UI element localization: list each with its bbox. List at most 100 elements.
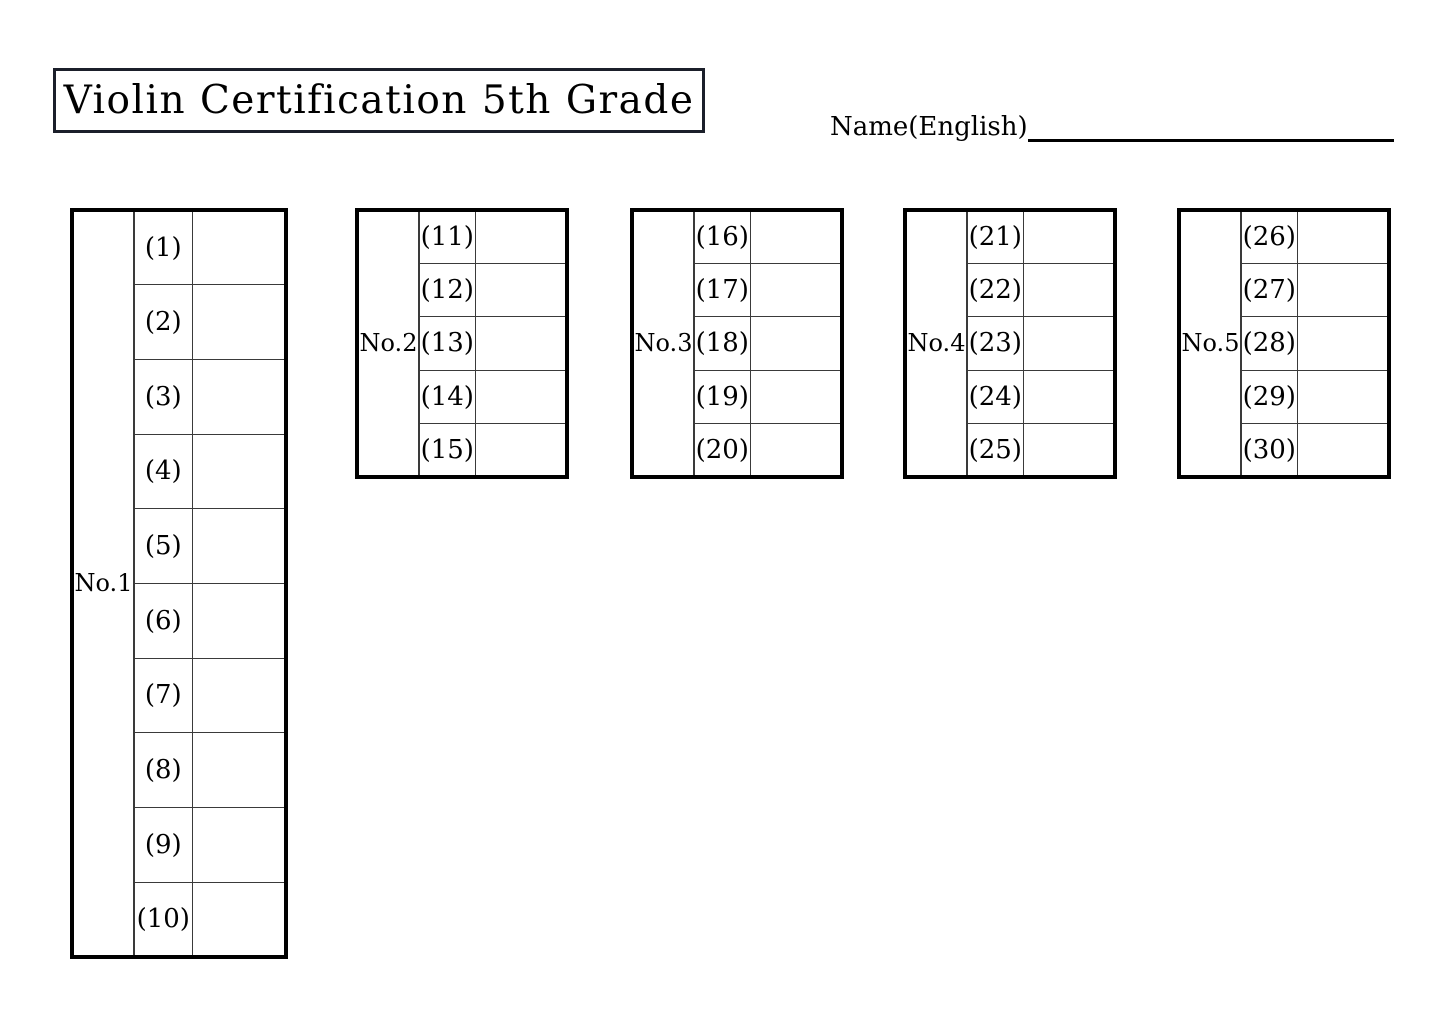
question-number: (18) — [693, 316, 751, 371]
question-number: (29) — [1240, 369, 1298, 425]
table-row: (10) — [72, 881, 287, 958]
table-row: (5) — [72, 508, 287, 584]
answer-table-no4: No.4(21)(22)(23)(24)(25) — [903, 208, 1117, 479]
answer-cell[interactable] — [1296, 423, 1390, 478]
question-number: (4) — [133, 433, 193, 510]
question-number: (27) — [1240, 262, 1298, 318]
group-label-no1: No.1 — [71, 209, 135, 958]
question-number: (13) — [418, 316, 476, 371]
answer-cell[interactable] — [749, 423, 843, 478]
question-number: (16) — [693, 209, 751, 264]
question-number: (30) — [1240, 423, 1298, 478]
question-number: (10) — [133, 881, 193, 958]
question-number: (28) — [1240, 316, 1298, 371]
table-row: (7) — [72, 657, 287, 734]
table-row: (3) — [72, 358, 287, 435]
answer-cell[interactable] — [1022, 369, 1116, 425]
question-number: (2) — [133, 284, 193, 360]
answer-cell[interactable] — [191, 433, 287, 510]
table-row: (24) — [905, 369, 1116, 425]
title-box: Violin Certification 5th Grade — [53, 68, 705, 133]
table-row: No.1(1) — [71, 209, 287, 958]
table-row: (17) — [632, 262, 843, 318]
answer-table-no2: No.2(11)(12)(13)(14)(15) — [355, 208, 569, 479]
question-number: (20) — [693, 423, 751, 478]
answer-cell[interactable] — [474, 423, 568, 478]
question-number: (17) — [693, 262, 751, 318]
name-input-line[interactable] — [1027, 139, 1394, 142]
answer-cell[interactable] — [749, 369, 843, 425]
table-row: (23) — [905, 316, 1116, 371]
answer-cell[interactable] — [749, 316, 843, 371]
answer-cell[interactable] — [191, 284, 287, 360]
question-number: (25) — [966, 423, 1024, 478]
group-label-no3: No.3 — [631, 209, 695, 478]
answer-cell[interactable] — [1296, 369, 1390, 425]
table-row: (12) — [357, 262, 568, 318]
question-number: (19) — [693, 369, 751, 425]
table-row: (25) — [905, 423, 1116, 478]
question-number: (24) — [966, 369, 1024, 425]
answer-cell[interactable] — [1022, 209, 1116, 264]
question-number: (7) — [133, 657, 193, 734]
answer-cell[interactable] — [191, 508, 287, 584]
answer-cell[interactable] — [1022, 262, 1116, 318]
question-number: (9) — [133, 807, 193, 883]
table-row: (22) — [905, 262, 1116, 318]
question-number: (3) — [133, 358, 193, 435]
group-label-no5: No.5 — [1178, 209, 1242, 478]
answer-cell[interactable] — [1022, 423, 1116, 478]
answer-table-no5: No.5(26)(27)(28)(29)(30) — [1177, 208, 1391, 479]
answer-cell[interactable] — [191, 881, 287, 958]
answer-cell[interactable] — [749, 262, 843, 318]
answer-cell[interactable] — [1296, 209, 1390, 264]
table-row: (19) — [632, 369, 843, 425]
table-row: No.5(26) — [1178, 209, 1390, 478]
table-row: (14) — [357, 369, 568, 425]
answer-cell[interactable] — [191, 358, 287, 435]
question-number: (14) — [418, 369, 476, 425]
answer-table-no3: No.3(16)(17)(18)(19)(20) — [630, 208, 844, 479]
question-number: (23) — [966, 316, 1024, 371]
answer-cell[interactable] — [749, 209, 843, 264]
group-label-no2: No.2 — [356, 209, 420, 478]
table-row: (4) — [72, 433, 287, 510]
name-field-label: Name(English) — [830, 112, 1028, 142]
table-row: (13) — [357, 316, 568, 371]
table-row: (30) — [1179, 423, 1390, 478]
question-number: (15) — [418, 423, 476, 478]
answer-cell[interactable] — [1296, 262, 1390, 318]
table-row: (27) — [1179, 262, 1390, 318]
answer-cell[interactable] — [1022, 316, 1116, 371]
question-number: (22) — [966, 262, 1024, 318]
answer-cell[interactable] — [474, 262, 568, 318]
answer-cell[interactable] — [191, 807, 287, 883]
table-row: (8) — [72, 732, 287, 808]
table-row: (15) — [357, 423, 568, 478]
group-label-no4: No.4 — [904, 209, 968, 478]
answer-table-no1: No.1(1)(2)(3)(4)(5)(6)(7)(8)(9)(10) — [70, 208, 288, 959]
answer-cell[interactable] — [191, 657, 287, 734]
question-number: (1) — [133, 209, 193, 286]
answer-cell[interactable] — [1296, 316, 1390, 371]
question-number: (12) — [418, 262, 476, 318]
table-row: (29) — [1179, 369, 1390, 425]
question-number: (11) — [418, 209, 476, 264]
page-title: Violin Certification 5th Grade — [63, 78, 695, 123]
table-row: No.4(21) — [904, 209, 1116, 478]
question-number: (26) — [1240, 209, 1298, 264]
answer-cell[interactable] — [191, 582, 287, 659]
name-field-group: Name(English) — [830, 104, 1394, 144]
table-row: (2) — [72, 284, 287, 360]
answer-cell[interactable] — [191, 732, 287, 808]
question-number: (5) — [133, 508, 193, 584]
table-row: No.3(16) — [631, 209, 843, 478]
answer-cell[interactable] — [474, 369, 568, 425]
question-number: (21) — [966, 209, 1024, 264]
answer-cell[interactable] — [474, 316, 568, 371]
answer-cell[interactable] — [191, 209, 287, 286]
answer-cell[interactable] — [474, 209, 568, 264]
question-number: (8) — [133, 732, 193, 808]
question-number: (6) — [133, 582, 193, 659]
table-row: No.2(11) — [356, 209, 568, 478]
